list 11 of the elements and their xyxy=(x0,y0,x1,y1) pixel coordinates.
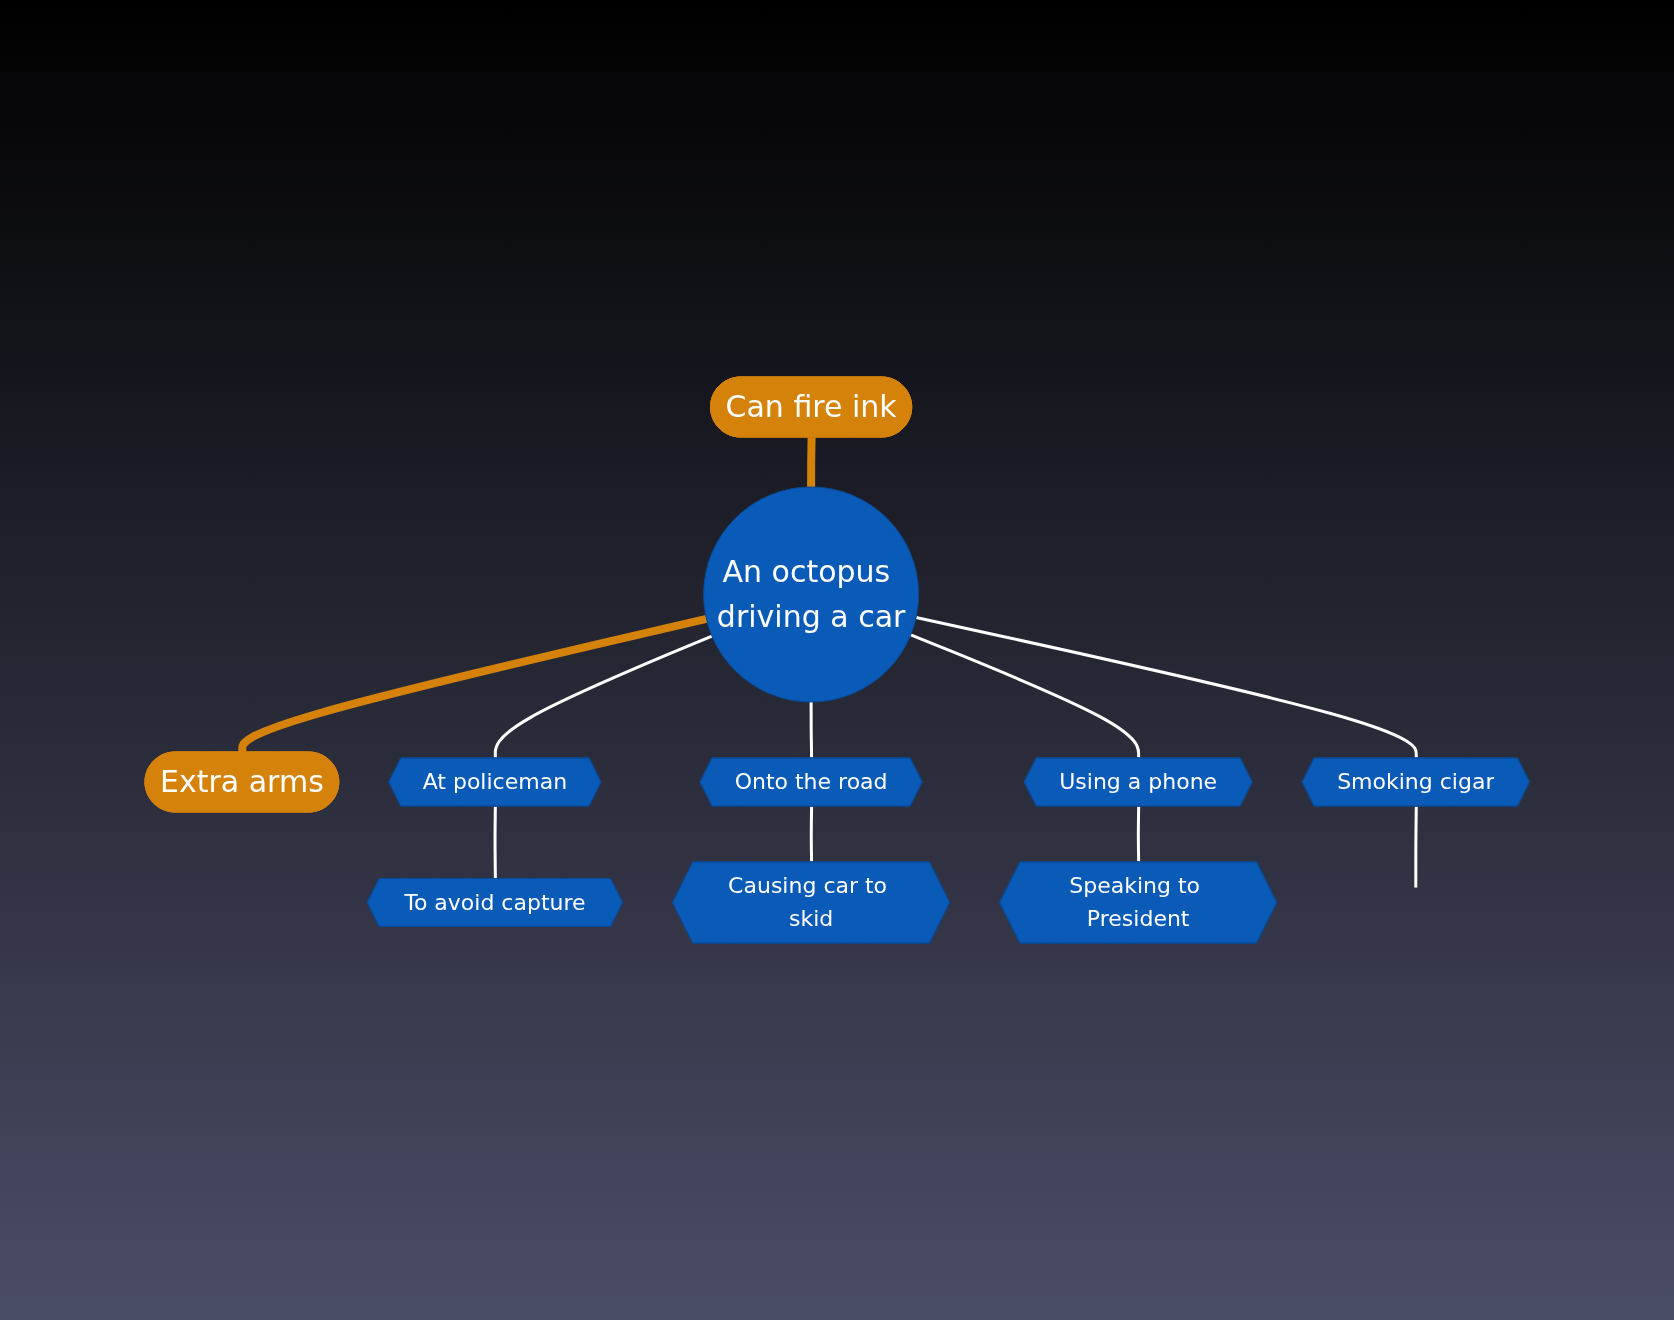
connector xyxy=(493,806,497,879)
connector xyxy=(493,634,713,759)
connector xyxy=(909,633,1140,759)
connector xyxy=(238,614,708,753)
connector xyxy=(809,806,813,863)
connector xyxy=(1414,806,1418,888)
connector xyxy=(915,616,1418,759)
connector xyxy=(809,702,813,759)
node-circle: An octopus driving a car xyxy=(702,486,919,703)
connector xyxy=(806,437,816,487)
connector xyxy=(1136,806,1140,863)
